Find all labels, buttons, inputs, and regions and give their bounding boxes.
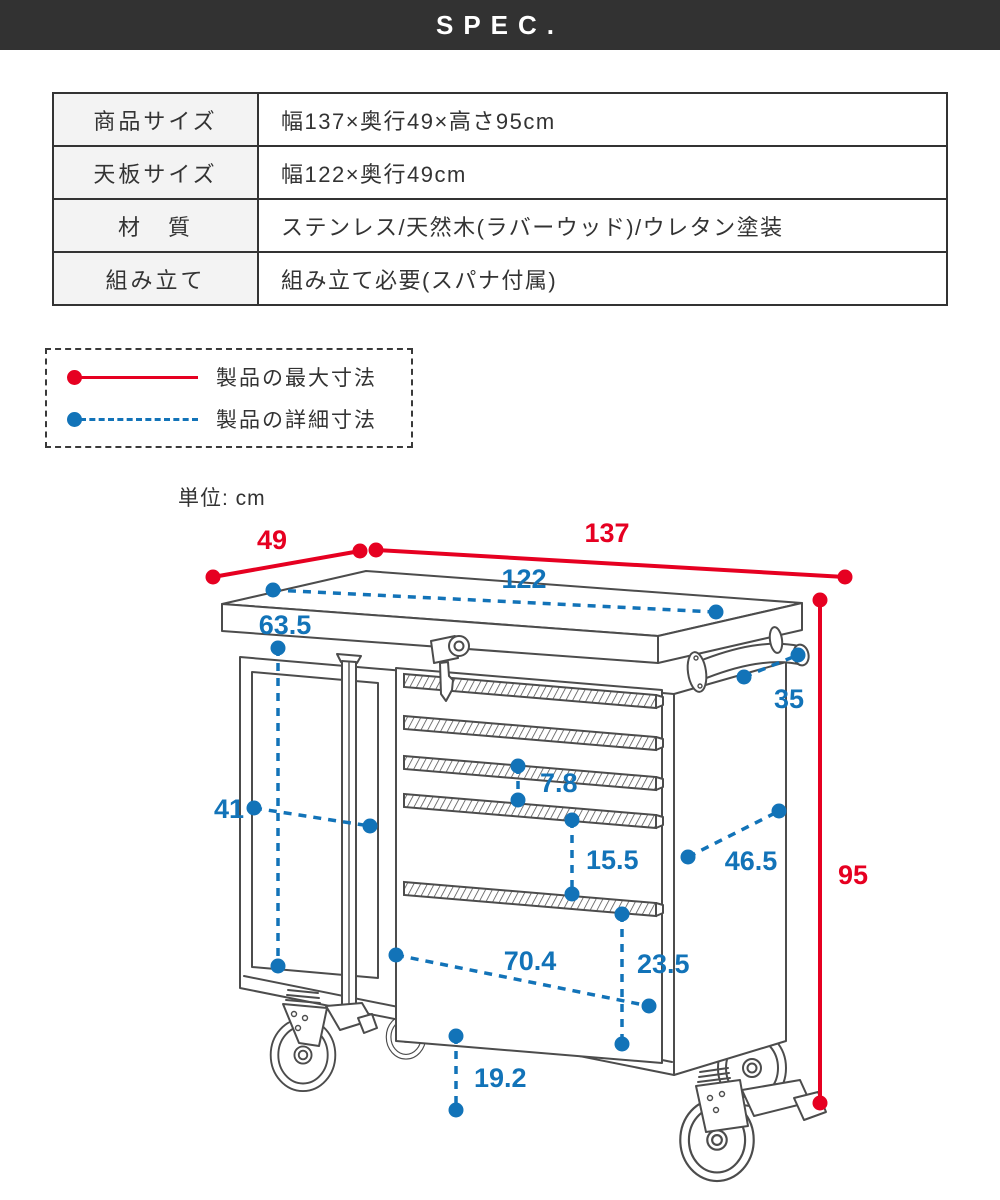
red-dot-icon: [67, 369, 82, 385]
legend-label: 製品の詳細寸法: [216, 409, 377, 432]
page-title: SPEC.: [435, 9, 565, 40]
dim-door-height-label: 63.5: [259, 610, 312, 640]
dim-handle-depth-label: 35: [774, 684, 804, 714]
spec-row-label: 組み立て: [52, 251, 259, 306]
dim-top-width-label: 122: [501, 564, 546, 594]
legend-label: 製品の最大寸法: [216, 367, 377, 390]
dim-drawer-pitch-large-label: 15.5: [586, 845, 639, 875]
dim-depth-label: 49: [257, 525, 287, 555]
dim-width-label: 137: [584, 518, 629, 548]
dim-bottom-drawer-height: 23.5: [614, 906, 690, 1052]
spec-row-label: 商品サイズ: [52, 92, 259, 147]
dim-top-width: 122: [265, 564, 724, 620]
unit-label: 単位: cm: [178, 487, 266, 510]
spec-row-value: 組み立て必要(スパナ付属): [257, 251, 948, 306]
dim-door-height: 63.5: [259, 610, 312, 974]
dim-drawer-pitch-small: 7.8: [510, 758, 578, 808]
cabinet-door: [251, 653, 379, 1013]
dim-ground-clearance: 19.2: [448, 1028, 527, 1118]
drawer-unit: [395, 667, 664, 1064]
blue-dot-icon: [67, 411, 82, 427]
dim-handle-depth: 35: [736, 647, 806, 714]
spec-row-value: 幅137×奥行49×高さ95cm: [257, 92, 948, 147]
spec-table: 商品サイズ 幅137×奥行49×高さ95cm 天板サイズ 幅122×奥行49cm…: [52, 92, 948, 306]
cart-line-art: [221, 570, 810, 1076]
dim-height: 95: [812, 592, 868, 1111]
table-row: 材 質 ステンレス/天然木(ラバーウッド)/ウレタン塗装: [52, 198, 948, 253]
worktop: [221, 570, 803, 664]
dim-door-width-label: 41: [214, 794, 244, 824]
dim-height-label: 95: [838, 860, 868, 890]
spec-row-label: 天板サイズ: [52, 145, 259, 200]
spec-row-label: 材 質: [52, 198, 259, 253]
dim-width: 137: [368, 518, 853, 585]
dim-side-depth: 46.5: [680, 803, 787, 876]
dim-ground-clearance-label: 19.2: [474, 1063, 527, 1093]
dashed-line-icon: [80, 417, 198, 421]
dim-bottom-drawer-width-label: 70.4: [504, 946, 557, 976]
dim-drawer-pitch-small-label: 7.8: [540, 768, 578, 798]
spec-row-value: ステンレス/天然木(ラバーウッド)/ウレタン塗装: [257, 198, 948, 253]
table-row: 商品サイズ 幅137×奥行49×高さ95cm: [52, 92, 948, 147]
dim-bottom-drawer-height-label: 23.5: [637, 949, 690, 979]
dim-door-width: 41: [214, 794, 378, 834]
table-row: 天板サイズ 幅122×奥行49cm: [52, 145, 948, 200]
dim-bottom-drawer-width: 70.4: [388, 946, 657, 1014]
dimension-legend: 製品の最大寸法 製品の詳細寸法: [45, 348, 413, 448]
solid-line-icon: [80, 375, 198, 379]
caster-front-left: [269, 989, 378, 1093]
lock-icon: [430, 635, 470, 702]
dim-side-depth-label: 46.5: [725, 846, 778, 876]
legend-item-max: 製品の最大寸法: [47, 365, 411, 390]
dim-depth: 49: [205, 525, 368, 585]
spec-header: SPEC.: [0, 0, 1000, 50]
dim-drawer-pitch-large: 15.5: [564, 812, 639, 902]
spec-row-value: 幅122×奥行49cm: [257, 145, 948, 200]
table-row: 組み立て 組み立て必要(スパナ付属): [52, 251, 948, 306]
caster-front-right: [679, 1067, 827, 1183]
legend-item-detail: 製品の詳細寸法: [47, 407, 411, 432]
